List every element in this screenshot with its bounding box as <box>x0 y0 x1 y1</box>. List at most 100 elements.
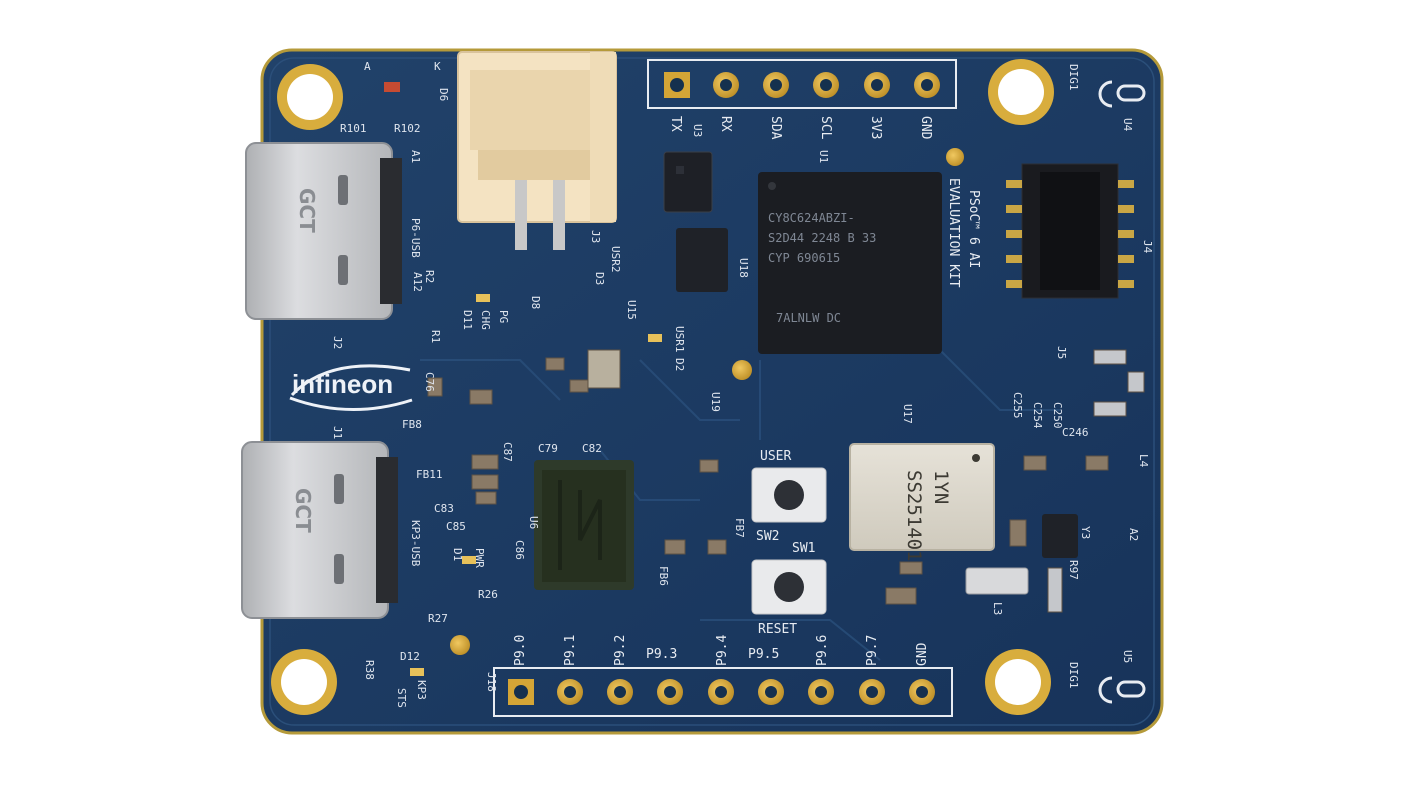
brand-name: infineon <box>292 369 393 399</box>
inductor-l3 <box>965 567 1029 595</box>
designator-c86: C86 <box>513 540 526 560</box>
designator-c246: C246 <box>1062 426 1089 439</box>
designator-c76: C76 <box>423 372 436 392</box>
designator-y3: Y3 <box>1079 526 1092 539</box>
bottom-header-label: P9.6 <box>815 635 830 666</box>
designator-j1: J1 <box>331 426 344 439</box>
reset-button <box>751 559 827 615</box>
mounting-hole-bottom-left <box>271 649 337 715</box>
bottom-header-label: P9.5 <box>748 647 779 662</box>
passive-components <box>427 349 1145 613</box>
designator-r101: R101 <box>340 122 367 135</box>
user-button <box>751 467 827 523</box>
designator-c255: C255 <box>1011 392 1024 419</box>
usb-brand-mark: GCT <box>295 188 319 233</box>
bottom-header-label: P9.3 <box>646 647 677 662</box>
main-mcu-chip: CY8C624ABZI- S2D44 2248 B 33 CYP 690615 … <box>758 172 942 354</box>
ic-u6 <box>534 460 634 590</box>
test-pads <box>450 148 964 655</box>
designator-c83: C83 <box>434 502 454 515</box>
designator-fb11: FB11 <box>416 468 443 481</box>
mcu-marking: CY8C624ABZI- <box>768 211 855 225</box>
designator-u3: U3 <box>691 124 704 137</box>
designator-j5: J5 <box>1055 346 1068 359</box>
designator-d12: D12 <box>400 650 420 663</box>
designator-c87: C87 <box>501 442 514 462</box>
bottom-header-label: P9.1 <box>563 635 578 666</box>
designator-u18: U18 <box>737 258 750 278</box>
battery-connector <box>457 51 617 250</box>
button-label: USER <box>760 449 791 464</box>
designator-r97: R97 <box>1067 560 1080 580</box>
wireless-module: 1YN SS2514016 <box>849 443 995 573</box>
top-pin-header <box>647 59 957 109</box>
module-marking: 1YN <box>930 470 952 504</box>
designator-usr2: USR2 <box>609 246 622 273</box>
usb-brand-mark: GCT <box>291 488 315 533</box>
designator-d8: D8 <box>529 296 542 309</box>
mounting-hole-bottom-right <box>985 649 1051 715</box>
designator-a1: A1 <box>409 150 422 163</box>
debug-connector-j4 <box>1006 163 1134 299</box>
designator-u19: U19 <box>709 392 722 412</box>
top-header-label: GND <box>918 116 933 140</box>
bottom-header-label: GND <box>915 642 930 666</box>
designator-u6: U6 <box>527 516 540 529</box>
dig1-symbol <box>1098 80 1146 704</box>
designator-chg: CHG <box>479 310 492 330</box>
designator-j4: J4 <box>1141 240 1154 254</box>
designator-l4: L4 <box>1137 454 1150 468</box>
designator-u15: U15 <box>625 300 638 320</box>
designator-j2: J2 <box>331 336 344 349</box>
designator-c250: C250 <box>1051 402 1064 429</box>
designator-dig1: DIG1 <box>1067 64 1080 91</box>
designator-a: A <box>364 60 371 73</box>
mcu-marking: CYP 690615 <box>768 251 840 265</box>
designator-l3: L3 <box>991 602 1004 615</box>
designator-u4: U4 <box>1121 118 1134 132</box>
designator-d11: D11 <box>461 310 474 330</box>
designator-fb7: FB7 <box>733 518 746 538</box>
sensor-chip <box>663 151 713 213</box>
button-label: RESET <box>758 622 797 637</box>
usb-c-connector-top: GCT <box>245 142 402 320</box>
button-label: SW1 <box>792 541 815 556</box>
designator-d2: D2 <box>673 358 686 371</box>
mounting-hole-top-left <box>277 64 343 130</box>
top-header-label: RX <box>718 116 733 132</box>
designator-j18: J18 <box>485 672 498 692</box>
top-header-label: SCL <box>818 116 833 140</box>
designator-d1: D1 <box>451 548 464 561</box>
mcu-marking: 7ALNLW DC <box>776 311 841 325</box>
kit-title: PSoC™ 6 AI <box>966 190 981 268</box>
designator-pg: PG <box>497 310 510 323</box>
designator-u17: U17 <box>901 404 914 424</box>
designator-r102: R102 <box>394 122 421 135</box>
designator-r38: R38 <box>363 660 376 680</box>
ic-u18 <box>676 228 728 292</box>
infineon-logo: infineon <box>289 364 413 411</box>
designator-r2: R2 <box>423 270 436 283</box>
usb-c-connector-bottom: GCT <box>241 441 398 619</box>
button-label: SW2 <box>756 529 779 544</box>
bottom-header-label: P9.4 <box>715 635 730 666</box>
mounting-hole-top-right <box>988 59 1054 125</box>
top-header-label: TX <box>668 116 683 132</box>
designator-c79: C79 <box>538 442 558 455</box>
designator-pwr: PWR <box>473 548 486 568</box>
designator-c85: C85 <box>446 520 466 533</box>
bottom-header-label: P9.2 <box>613 635 628 666</box>
designator-kp3: KP3 <box>415 680 428 700</box>
bottom-header-label: P9.7 <box>865 635 880 666</box>
crystal-y3 <box>1042 514 1078 558</box>
usb-label: P6-USB <box>409 218 422 258</box>
kit-title: EVALUATION KIT <box>946 178 961 288</box>
designator-j3: J3 <box>589 230 602 243</box>
top-header-label: SDA <box>768 116 783 140</box>
designator-usr1: USR1 <box>673 326 686 353</box>
mcu-marking: S2D44 2248 B 33 <box>768 231 876 245</box>
designator-fb8: FB8 <box>402 418 422 431</box>
bottom-pin-header <box>493 667 953 717</box>
